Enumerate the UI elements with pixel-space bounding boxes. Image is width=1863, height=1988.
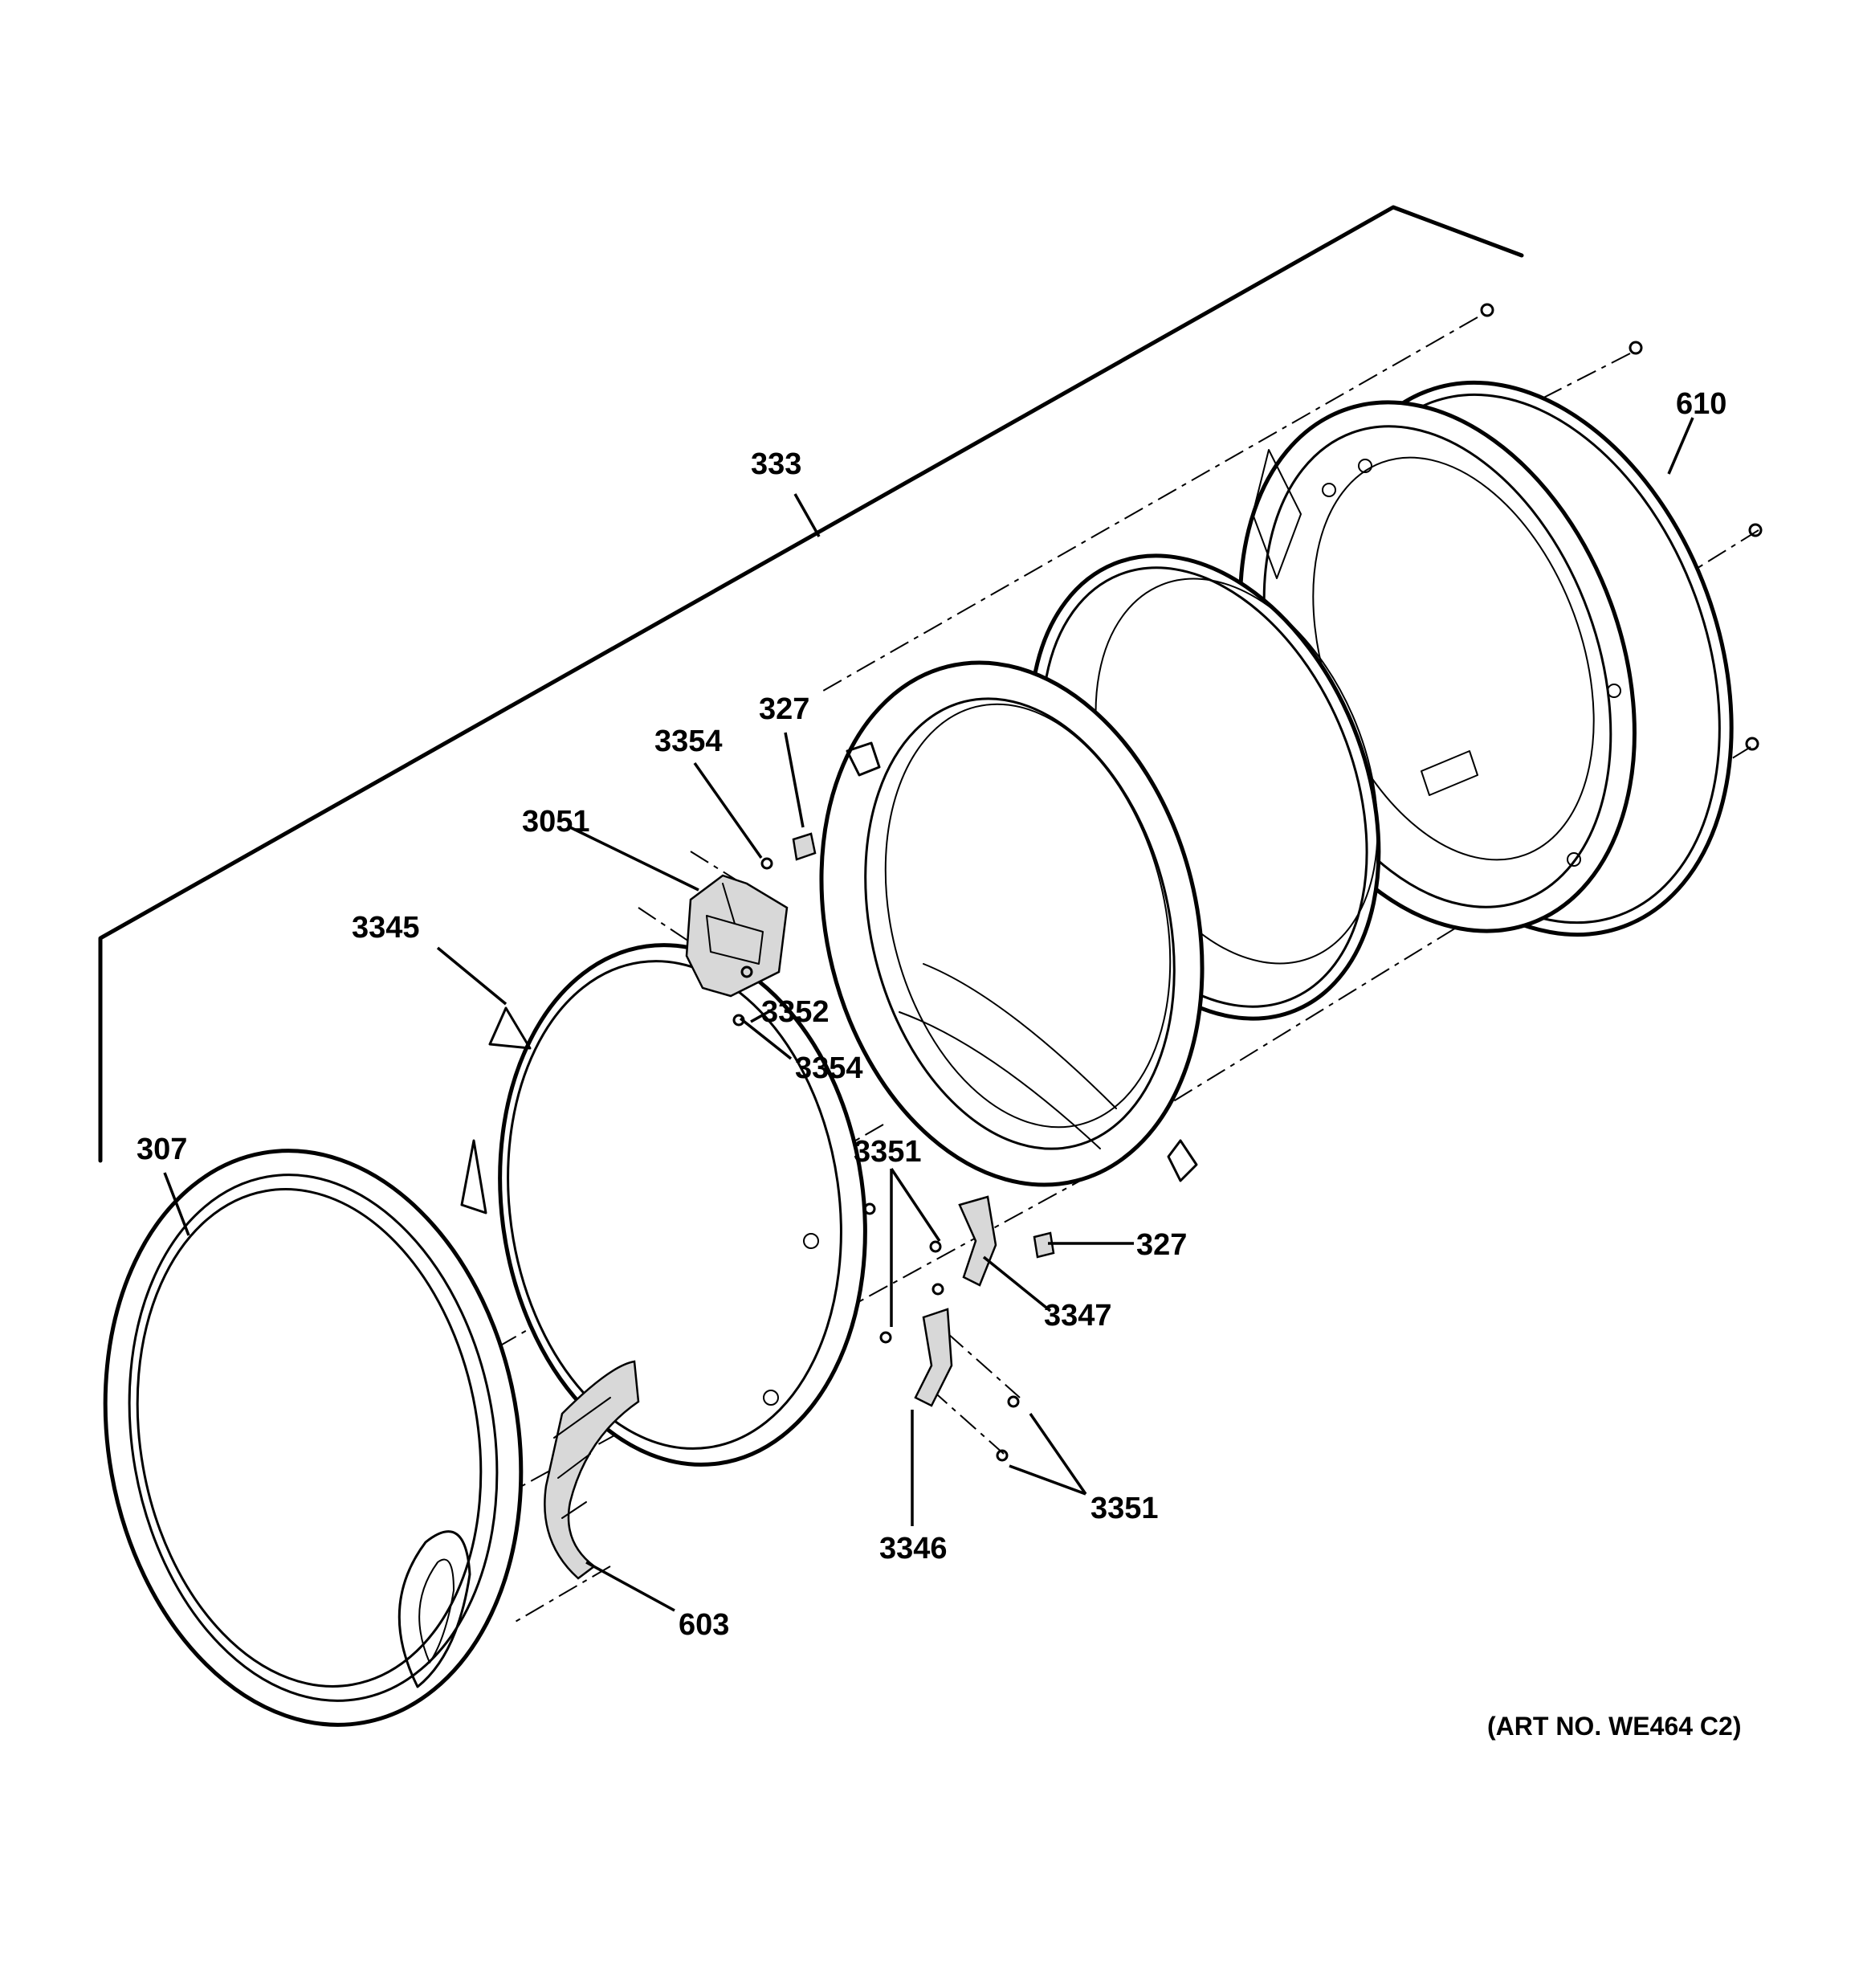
- door-lock-3051: [685, 874, 789, 998]
- part-label-3354-upper: 3354: [654, 725, 723, 758]
- handle-3347: [958, 1195, 997, 1287]
- inner-door-ring: [819, 660, 1205, 1187]
- part-label-333: 333: [751, 447, 801, 481]
- part-label-327-lower: 327: [1136, 1228, 1187, 1262]
- part-label-3347: 3347: [1044, 1299, 1112, 1333]
- clip-327-upper: [792, 832, 817, 861]
- handle-3346: [914, 1308, 953, 1407]
- part-label-3351-lower: 3351: [1090, 1492, 1159, 1525]
- part-label-3352: 3352: [761, 995, 830, 1029]
- door-hinge-603: [544, 1360, 640, 1580]
- clip-327-lower: [1033, 1231, 1055, 1259]
- screws: [732, 303, 1763, 1462]
- part-label-603: 603: [679, 1608, 729, 1642]
- part-label-3354-lower: 3354: [795, 1051, 863, 1085]
- art-number: (ART NO. WE464 C2): [1487, 1712, 1741, 1741]
- part-label-307: 307: [137, 1133, 187, 1166]
- assembly-bracket: [98, 205, 1524, 1163]
- part-label-610: 610: [1676, 387, 1726, 421]
- part-label-3351-upper: 3351: [854, 1135, 922, 1169]
- part-label-327-upper: 327: [759, 692, 809, 726]
- part-label-3051: 3051: [522, 805, 590, 839]
- door-window-ring-3345: [460, 943, 867, 1467]
- part-label-3345: 3345: [352, 911, 420, 945]
- part-labels: 610 333 327 3354 3051 3345 3352 3354 307…: [137, 387, 1726, 1642]
- part-label-3346: 3346: [879, 1532, 948, 1565]
- leader-lines: [163, 417, 1694, 1612]
- door-bezel-307: [103, 1149, 524, 1727]
